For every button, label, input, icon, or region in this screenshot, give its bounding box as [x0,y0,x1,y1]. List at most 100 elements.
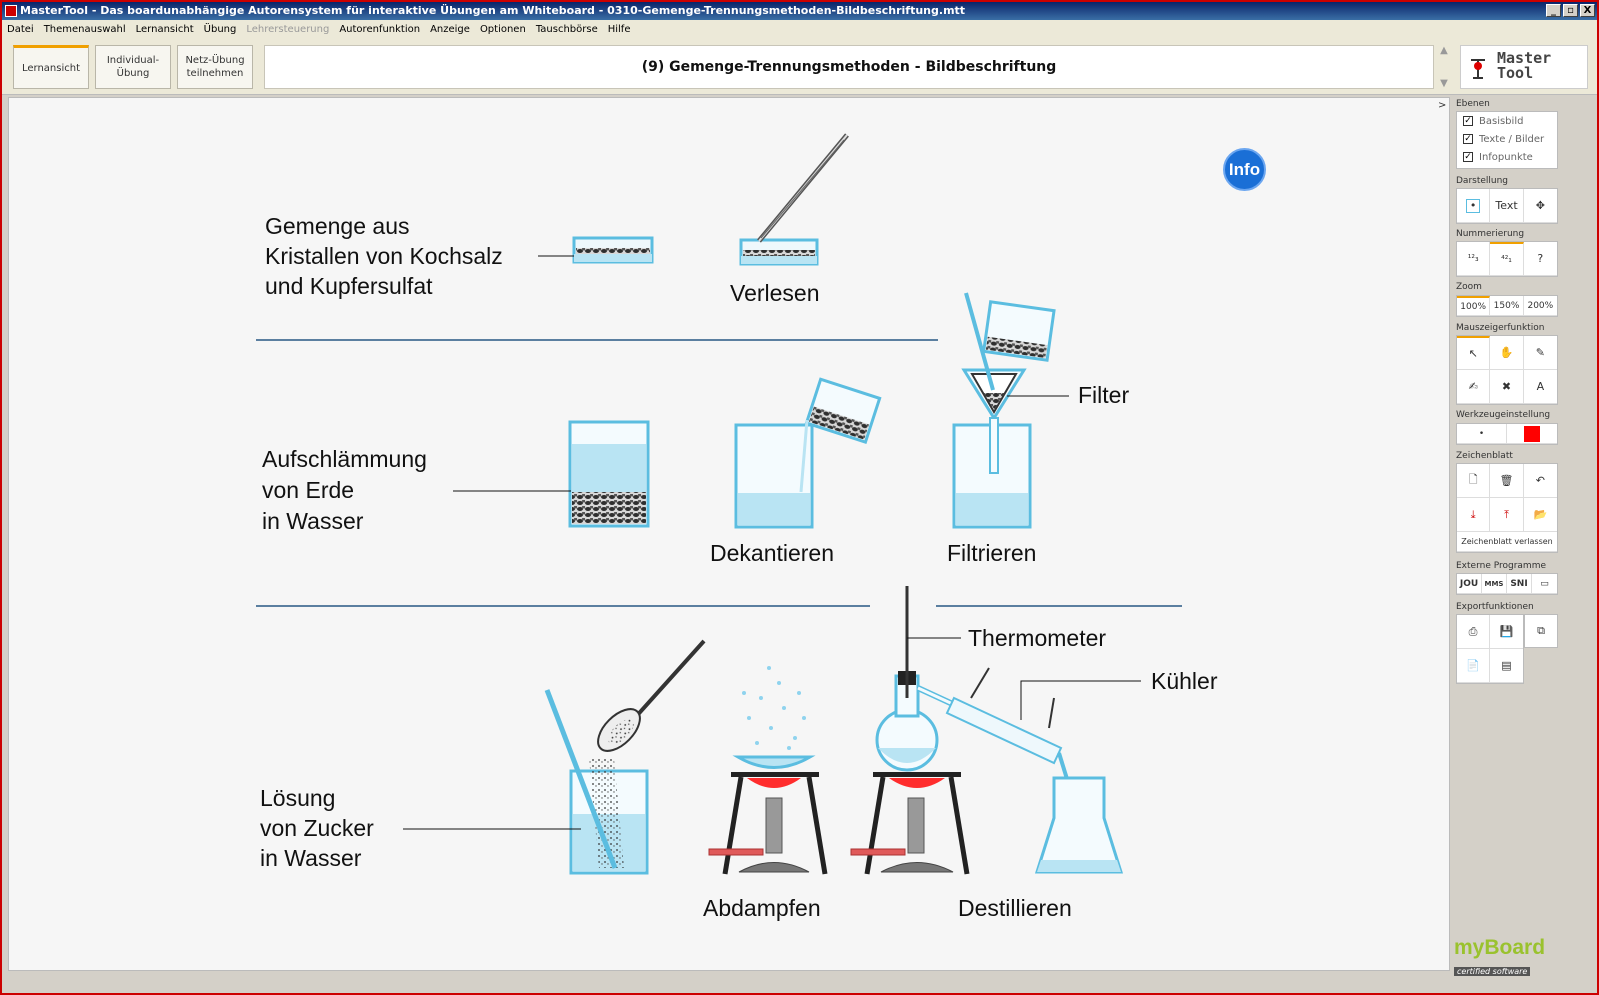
checkbox-icon: ✓ [1463,152,1473,162]
new-sheet-button[interactable]: 🗋 [1457,464,1491,498]
leader-kuehler [1020,680,1141,720]
maximize-button[interactable]: ▫ [1563,4,1578,17]
screen-button[interactable]: ▭ [1532,574,1557,594]
number-random-icon: ⁴²₁ [1501,254,1512,265]
document-icon: 📄 [1466,659,1480,672]
zoom-200-button[interactable]: 200% [1523,296,1557,316]
dot-mode-button[interactable]: • [1457,189,1491,223]
scroll-up-icon[interactable]: ▲ [1440,45,1448,56]
layer-texte-bilder[interactable]: ✓ Texte / Bilder [1457,130,1557,148]
menu-datei[interactable]: Datei [7,24,34,35]
menu-themenauswahl[interactable]: Themenauswahl [43,24,126,35]
werkzeug-panel: • [1456,423,1558,445]
import-sheet-button[interactable]: ⤓ [1457,498,1491,532]
eraser-tool-button[interactable]: ✖ [1490,370,1524,404]
lernansicht-button[interactable]: Lernansicht [13,45,89,89]
delete-sheet-button[interactable]: 🗑 [1490,464,1524,498]
color-picker-button[interactable] [1507,424,1557,444]
label-aufschlaemmung-2: von Erde [262,477,355,503]
menu-hilfe[interactable]: Hilfe [607,24,631,35]
number-random-button[interactable]: ⁴²₁ [1490,242,1524,276]
menu-optionen[interactable]: Optionen [479,24,526,35]
floppy-icon: 💾 [1499,625,1514,638]
scroll-down-icon[interactable]: ▼ [1440,78,1448,89]
copy-button[interactable]: ⧉ [1524,614,1558,648]
crystal-dish [572,236,654,264]
line-width-button[interactable]: • [1457,424,1507,444]
menu-lernansicht[interactable]: Lernansicht [135,24,194,35]
export-doc-button[interactable]: 📄 [1457,649,1491,683]
download-icon: ⤓ [1470,507,1476,521]
mms-button[interactable]: MMS [1482,574,1507,594]
x-mark-icon: ✖ [1501,380,1512,393]
netz-label-1: Netz-Übung [185,55,245,66]
upload-icon: ⤒ [1504,507,1509,521]
export-sheet-button[interactable]: ⤒ [1490,498,1524,532]
myboard-logo: myBoard [1454,936,1546,959]
vapor-particles [742,666,806,750]
zeichenblatt-verlassen-button[interactable]: Zeichenblatt verlassen [1457,532,1557,552]
zoom-150-button[interactable]: 150% [1490,296,1524,316]
pen-icon: ✎ [1535,346,1545,359]
label-loesung-3: in Wasser [260,845,362,871]
jou-button[interactable]: JOU [1457,574,1482,594]
menu-bar: Datei Themenauswahl Lernansicht Übung Le… [2,20,1597,39]
marker-tool-button[interactable]: ✍ [1457,370,1491,404]
netz-uebung-button[interactable]: Netz-Übung teilnehmen [177,45,253,89]
layer-infopunkte[interactable]: ✓Infopunkte [1457,148,1557,166]
menu-tauschboerse[interactable]: Tauschbörse [535,24,598,35]
tweezers-icon [757,133,849,243]
individual-label-2: Übung [116,68,150,79]
section-mauszeiger: Mauszeigerfunktion [1456,323,1545,333]
drawing-canvas[interactable]: Gemenge aus Kristallen von Kochsalz und … [8,97,1450,971]
hand-tool-button[interactable]: ✋ [1490,336,1524,370]
number-question-button[interactable]: ? [1523,242,1557,276]
close-button[interactable]: X [1580,4,1595,17]
filter-funnel [961,368,1027,474]
label-abdampfen: Abdampfen [703,895,821,921]
pointer-tool-button[interactable]: ↖ [1457,336,1491,370]
label-aufschlaemmung-1: Aufschlämmung [262,446,427,472]
print-button[interactable]: ⎙ [1457,615,1491,649]
layer-label: Texte / Bilder [1479,133,1545,145]
ebenen-panel: ✓Basisbild ✓ Texte / Bilder ✓Infopunkte [1456,111,1558,169]
zoom-100-button[interactable]: 100% [1457,296,1491,316]
number-asc-button[interactable]: ¹²₃ [1457,242,1491,276]
sni-button[interactable]: SNI [1507,574,1532,594]
decant-stream [799,419,809,493]
minimize-button[interactable]: _ [1546,4,1561,17]
undo-button[interactable]: ↶ [1523,464,1557,498]
new-page-icon: 🗋 [1468,473,1478,486]
mauszeiger-panel: ↖ ✋ ✎ ✍ ✖ A [1456,335,1558,405]
number-order-icon: ¹²₃ [1467,253,1479,264]
export-card-button[interactable]: ▤ [1490,649,1523,683]
section-nummerierung: Nummerierung [1456,229,1525,239]
card-icon: ▤ [1501,659,1512,672]
label-loesung-1: Lösung [260,785,336,811]
label-gemenge-1: Gemenge aus [265,213,410,239]
label-gemenge-2: Kristallen von Kochsalz [265,243,503,269]
section-externe: Externe Programme [1456,561,1546,571]
myboard-badge: myBoard certified software [1454,936,1564,976]
move-mode-button[interactable]: ✥ [1523,189,1557,223]
individual-uebung-button[interactable]: Individual- Übung [95,45,171,89]
info-button[interactable]: Info [1223,148,1266,191]
save-button[interactable]: 💾 [1490,615,1523,649]
menu-anzeige[interactable]: Anzeige [430,24,470,35]
decant-pour-beaker [804,377,882,445]
text-tool-button[interactable]: A [1523,370,1557,404]
open-folder-button[interactable]: 📂 [1523,498,1557,532]
checkbox-icon: ✓ [1463,134,1473,144]
zeichenblatt-panel: 🗋 🗑 ↶ ⤓ ⤒ 📂 Zeichenblatt verlassen [1456,463,1558,553]
layer-basisbild[interactable]: ✓Basisbild [1457,112,1557,130]
menu-autorenfunktion[interactable]: Autorenfunktion [339,24,421,35]
menu-uebung[interactable]: Übung [203,24,237,35]
label-filtrieren: Filtrieren [947,540,1037,566]
sidebar-collapse-button[interactable]: > [1438,100,1447,111]
text-mode-button[interactable]: Text [1490,189,1524,223]
menu-lehrersteuerung[interactable]: Lehrersteuerung [246,24,330,35]
dot-size-icon: • [1478,428,1485,439]
pen-tool-button[interactable]: ✎ [1523,336,1557,370]
logo-mark-icon [1471,59,1485,79]
